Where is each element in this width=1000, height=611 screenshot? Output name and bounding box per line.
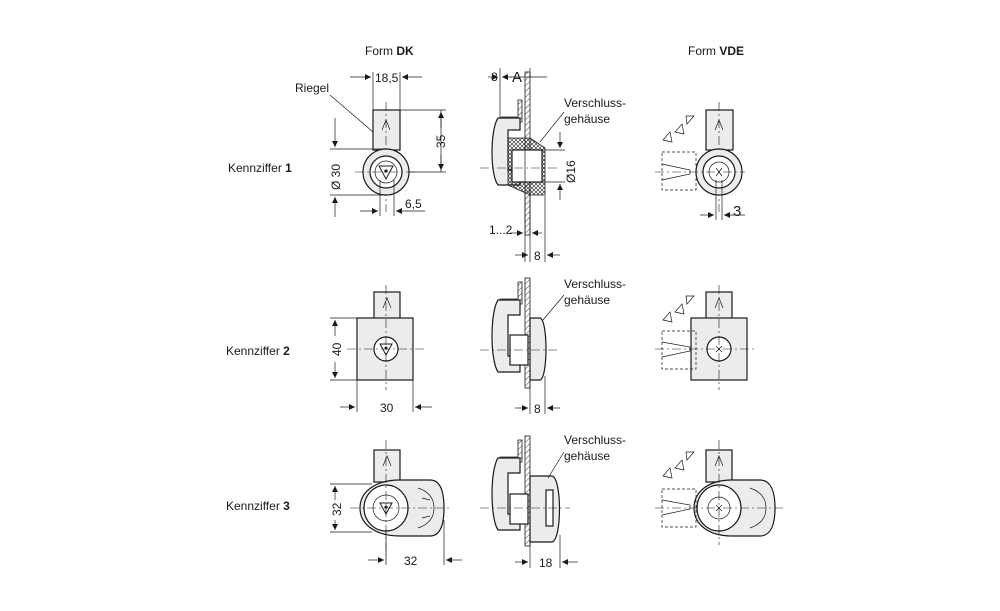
- dim-32-height: 32: [330, 502, 344, 516]
- dim-8-row2-line: [515, 376, 560, 414]
- row-label-3: Kennziffer 3: [226, 499, 290, 513]
- dim-18-line: [515, 535, 578, 568]
- dim-32-width: 32: [404, 554, 418, 568]
- riegel-leader: [329, 94, 374, 133]
- dim-40: 40: [330, 342, 344, 356]
- label-housing-row2-line2: gehäuse: [564, 293, 610, 307]
- label-housing-row3-line1: Verschluss-: [564, 433, 626, 447]
- label-housing-row2-line1: Verschluss-: [564, 277, 626, 291]
- dim-18-5-line: [350, 72, 422, 110]
- dim-8-row1: 8: [534, 249, 541, 263]
- dim-18-5: 18,5: [375, 71, 399, 85]
- housing-leader-row1: [539, 111, 565, 143]
- dim-6-5-line: [360, 180, 425, 216]
- dim-3: 3: [733, 203, 741, 220]
- section-a-label: A: [512, 69, 522, 86]
- dim-8-top: 8: [491, 70, 498, 84]
- housing-leader-row3: [547, 451, 565, 479]
- dk-row2-front-view: [347, 285, 424, 390]
- label-housing-row1-line2: gehäuse: [564, 112, 610, 126]
- vde-row3-front-view: [655, 440, 785, 545]
- label-riegel: Riegel: [295, 81, 329, 95]
- label-housing-row1-line1: Verschluss-: [564, 96, 626, 110]
- dim-35-line: [400, 109, 446, 173]
- vde-row1-front-view: [655, 102, 745, 212]
- dim-dia-30: Ø 30: [329, 164, 343, 190]
- dim-32-width-line: [368, 520, 462, 565]
- dim-32-height-line: [330, 483, 372, 533]
- dk-row3-front-view: [350, 440, 452, 560]
- header-form-vde: Form VDE: [688, 44, 744, 58]
- dk-row1-front-view: [355, 102, 416, 212]
- dim-30: 30: [380, 401, 394, 415]
- dim-40-line: [330, 317, 357, 381]
- header-form-dk: Form DK: [365, 44, 414, 58]
- dim-dia-16-line: [542, 132, 565, 200]
- dim-8-top-line: [488, 68, 547, 116]
- dim-panel-thickness: 1...2: [489, 223, 513, 237]
- dim-3-line: [700, 180, 745, 220]
- label-housing-row3-line2: gehäuse: [564, 449, 610, 463]
- side-section-row1: [480, 71, 560, 236]
- dim-8-row2: 8: [534, 402, 541, 416]
- side-view-row2: [480, 277, 560, 389]
- dim-18: 18: [539, 556, 553, 570]
- dim-dia-30-line: [330, 118, 386, 217]
- vde-row2-front-view: [655, 285, 755, 390]
- dim-dia-16: Ø16: [564, 160, 578, 183]
- dim-35: 35: [434, 134, 448, 148]
- row-label-1: Kennziffer 1: [228, 161, 292, 175]
- housing-leader-row2: [542, 294, 565, 321]
- side-view-row3: [480, 435, 570, 547]
- dim-6-5: 6,5: [405, 197, 422, 211]
- dim-panel-thickness-line: [510, 190, 560, 262]
- row-label-2: Kennziffer 2: [226, 344, 290, 358]
- dim-30-line: [340, 380, 432, 412]
- rotation-arrows-icon: [662, 115, 695, 143]
